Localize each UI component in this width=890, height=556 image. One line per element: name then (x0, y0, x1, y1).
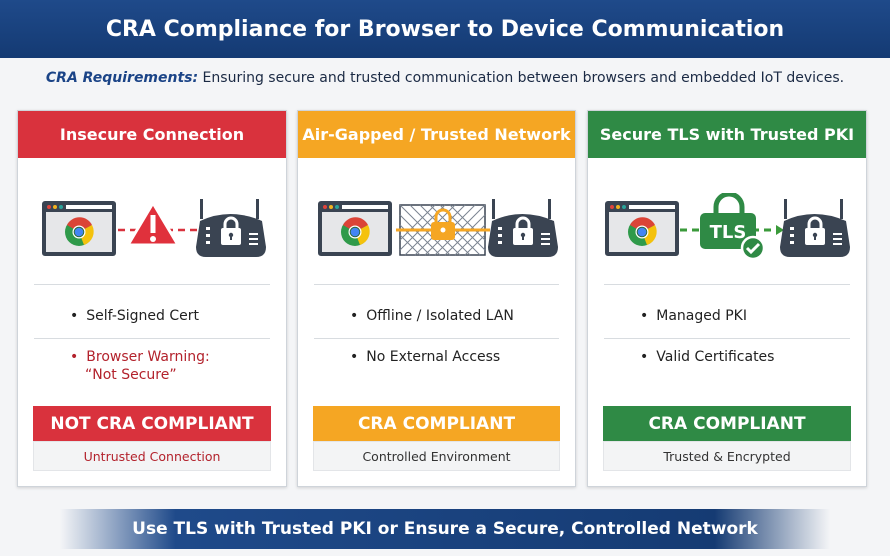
bullet-item-warning-cont: “Not Secure” (85, 367, 177, 383)
card-insecure: Insecure Connection Self-Signed Cert Bro… (17, 110, 287, 487)
connection-diagram (18, 193, 286, 263)
requirements-label: CRA Requirements: (45, 70, 199, 86)
fence-lock-icon (431, 208, 455, 240)
browser-icon (42, 201, 116, 256)
compliance-subtext: Controlled Environment (313, 441, 560, 471)
iot-device-icon (196, 199, 266, 257)
iot-device-icon (488, 199, 558, 257)
connection-diagram: TLS (588, 191, 866, 263)
card-secure-tls: Secure TLS with Trusted PKI TLS Managed … (587, 110, 867, 487)
iot-device-icon (780, 199, 850, 257)
tls-lock-icon: TLS (700, 191, 766, 261)
requirements-text: Ensuring secure and trusted communicatio… (198, 70, 845, 86)
card-heading: Secure TLS with Trusted PKI (588, 111, 866, 158)
browser-icon (318, 201, 392, 256)
bullet-item: Offline / Isolated LAN (298, 308, 575, 324)
card-heading: Insecure Connection (18, 111, 286, 158)
bullet-item: No External Access (298, 349, 575, 365)
footer-banner: Use TLS with Trusted PKI or Ensure a Sec… (60, 509, 830, 549)
connection-diagram (298, 193, 575, 263)
compliance-subtext: Trusted & Encrypted (603, 441, 851, 471)
bullet-item: Valid Certificates (588, 349, 866, 365)
browser-icon (605, 201, 679, 256)
compliance-badge: NOT CRA COMPLIANT (33, 406, 271, 441)
card-heading: Air-Gapped / Trusted Network (298, 111, 575, 158)
page-title: CRA Compliance for Browser to Device Com… (0, 0, 890, 58)
bullet-item: Managed PKI (588, 308, 866, 324)
compliance-badge: CRA COMPLIANT (603, 406, 851, 441)
warning-triangle-icon (125, 200, 181, 247)
bullet-item-warning: Browser Warning: (18, 349, 286, 365)
bullet-item: Self-Signed Cert (18, 308, 286, 324)
compliance-badge: CRA COMPLIANT (313, 406, 560, 441)
tls-label: TLS (710, 222, 747, 243)
requirements-line: CRA Requirements: Ensuring secure and tr… (0, 70, 890, 86)
compliance-subtext: Untrusted Connection (33, 441, 271, 471)
card-air-gapped: Air-Gapped / Trusted Network Offline / I… (297, 110, 576, 487)
